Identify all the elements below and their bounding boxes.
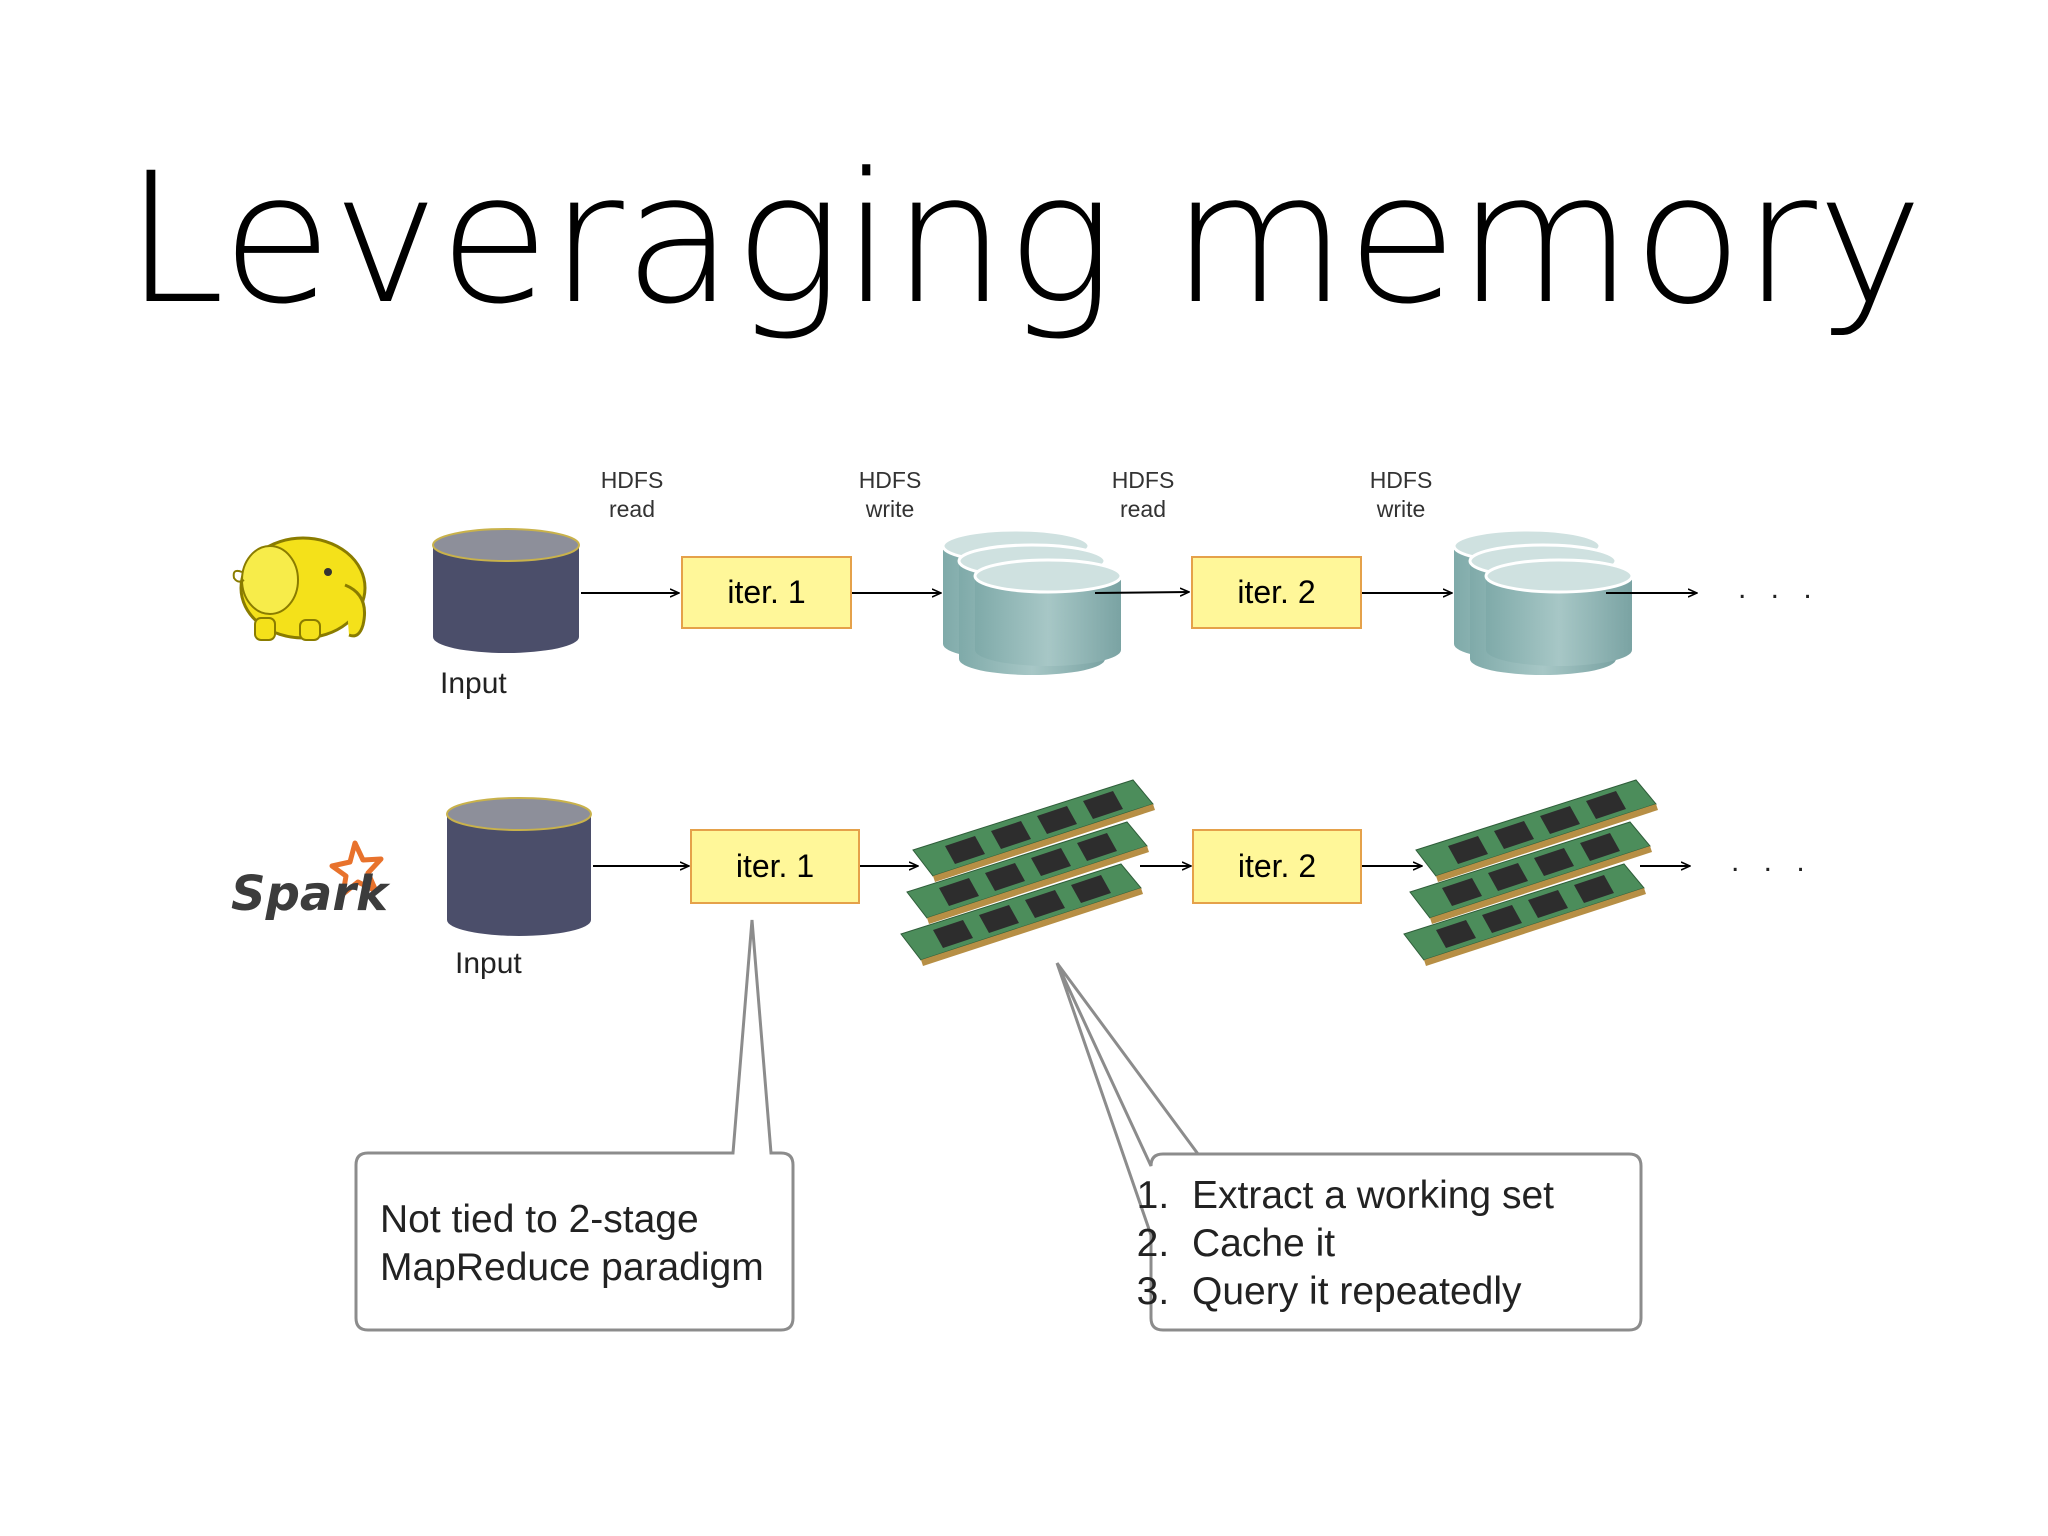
callout-right-item: Cache it bbox=[1180, 1220, 1554, 1268]
hdfs-disk-stack-1 bbox=[941, 528, 1123, 675]
ram-stack-2 bbox=[1403, 779, 1659, 967]
spark-logo: Spark bbox=[231, 840, 391, 922]
arrow bbox=[1094, 592, 1189, 593]
hdfs-disk-stack-2 bbox=[1452, 528, 1634, 675]
hdfs-label-line1: HDFS bbox=[600, 467, 664, 493]
hdfs-write-label-1: HDFS write bbox=[820, 466, 960, 524]
callout-right-list: Extract a working set Cache it Query it … bbox=[1124, 1172, 1554, 1316]
hdfs-label-line2: write bbox=[1376, 496, 1426, 522]
spark-input-disk bbox=[446, 797, 592, 936]
hadoop-logo bbox=[232, 536, 367, 641]
callout-right-item: Extract a working set bbox=[1180, 1172, 1554, 1220]
callout-left-line2: MapReduce paradigm bbox=[380, 1246, 764, 1289]
hdfs-read-label-1: HDFS read bbox=[562, 466, 702, 524]
hdfs-label-line1: HDFS bbox=[1111, 467, 1175, 493]
hadoop-ellipsis: . . . bbox=[1738, 572, 1820, 605]
hdfs-label-line1: HDFS bbox=[1369, 467, 1433, 493]
hdfs-label-line2: read bbox=[608, 496, 656, 522]
callout-right-item: Query it repeatedly bbox=[1180, 1268, 1554, 1316]
spark-logo-text: Spark bbox=[231, 866, 391, 922]
callout-left-shape bbox=[354, 919, 795, 1332]
callout-left-line1: Not tied to 2-stage bbox=[380, 1198, 699, 1241]
hadoop-iter-2-box: iter. 2 bbox=[1191, 556, 1362, 629]
hdfs-label-line2: write bbox=[865, 496, 915, 522]
callout-right-text: Extract a working set Cache it Query it … bbox=[1124, 1172, 1554, 1316]
hdfs-label-line1: HDFS bbox=[858, 467, 922, 493]
spark-input-label: Input bbox=[455, 947, 522, 980]
spark-ellipsis: . . . bbox=[1731, 845, 1813, 878]
ram-stack-1 bbox=[900, 779, 1156, 967]
hadoop-input-label: Input bbox=[440, 667, 507, 700]
callout-left-text: Not tied to 2-stage MapReduce paradigm bbox=[380, 1196, 764, 1292]
hadoop-arrows bbox=[581, 592, 1697, 593]
slide-title: Leveraging memory bbox=[124, 135, 1924, 344]
spark-iter-1-box: iter. 1 bbox=[690, 829, 860, 904]
callout-right-shape bbox=[1055, 962, 1643, 1332]
hadoop-iter-1-box: iter. 1 bbox=[681, 556, 852, 629]
hdfs-write-label-2: HDFS write bbox=[1331, 466, 1471, 524]
hdfs-label-line2: read bbox=[1119, 496, 1167, 522]
hadoop-input-disk bbox=[432, 528, 580, 653]
hdfs-read-label-2: HDFS read bbox=[1073, 466, 1213, 524]
spark-iter-2-box: iter. 2 bbox=[1192, 829, 1362, 904]
